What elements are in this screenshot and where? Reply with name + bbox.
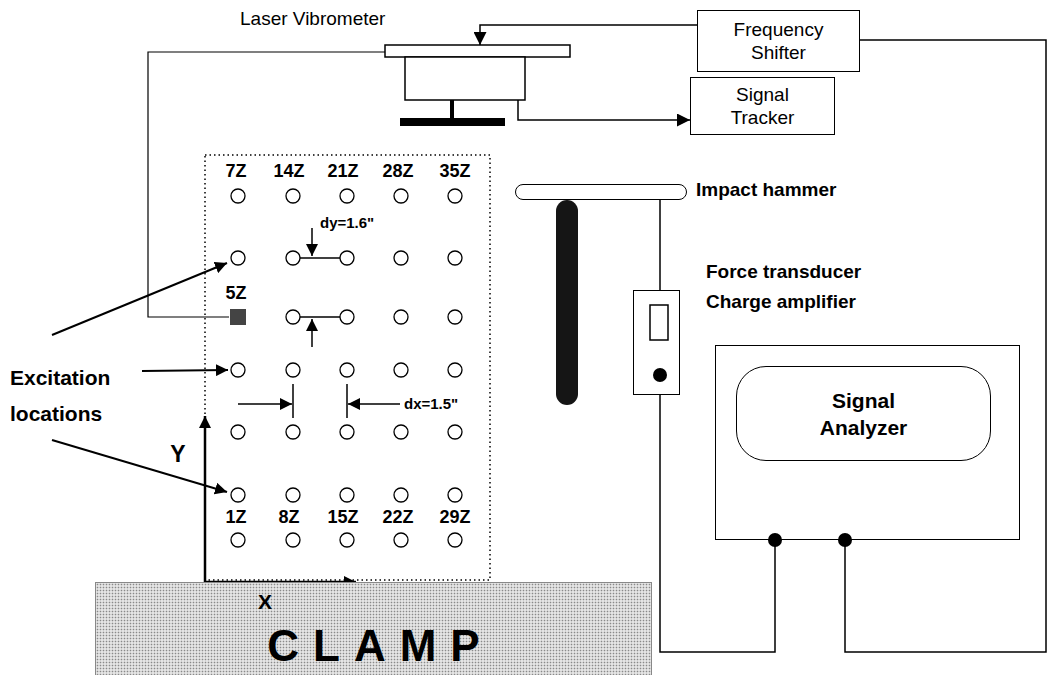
grid-point: [448, 363, 462, 377]
clamp-block: CLAMP: [95, 582, 652, 675]
node-label: Signal Analyzer: [808, 387, 920, 441]
grid-point: [231, 533, 245, 547]
hammer-handle: [556, 200, 578, 405]
point-label: 5Z: [225, 284, 246, 304]
transducer-display: [650, 305, 668, 340]
grid-point: [340, 425, 354, 439]
grid-point: [394, 251, 408, 265]
grid-point: [231, 251, 245, 265]
node-label: Signal Tracker: [723, 83, 803, 129]
signal-wire: [570, 119, 690, 121]
signal-wire: [518, 100, 570, 120]
signal-wire: [659, 200, 661, 290]
grid-point: [286, 533, 300, 547]
display-screen: Signal Analyzer: [736, 366, 991, 461]
vibrometer-base: [400, 118, 505, 126]
grid-point: [448, 189, 462, 203]
grid-point: [448, 488, 462, 502]
node-label: Frequency Shifter: [724, 18, 834, 64]
grid-point: [394, 310, 408, 324]
callout-note: Excitation locations: [10, 360, 145, 432]
axis-label: Y: [170, 442, 185, 467]
measure-point-marker: [230, 309, 246, 325]
dimension-arrow: [311, 319, 313, 347]
node-label: Impact hammer: [696, 179, 836, 201]
dimension-tick: [292, 384, 294, 418]
grid-point: [394, 363, 408, 377]
dimension-label: dy=1.6": [320, 215, 374, 232]
grid-point: [340, 310, 354, 324]
grid-point: [286, 363, 300, 377]
grid-point: [340, 251, 354, 265]
signal-wire: [480, 25, 697, 45]
grid-point: [286, 251, 300, 265]
connector-jack: [653, 368, 667, 382]
point-label: 15Z: [327, 508, 358, 528]
grid-point: [340, 189, 354, 203]
dimension-tie: [300, 257, 340, 259]
impact-hammer: Impact hammer: [515, 184, 687, 200]
grid-point: [231, 425, 245, 439]
point-label: 14Z: [273, 162, 304, 182]
point-label: 7Z: [225, 162, 246, 182]
point-label: 8Z: [278, 508, 299, 528]
grid-point: [231, 488, 245, 502]
y-axis: [204, 416, 207, 582]
grid-point: [231, 189, 245, 203]
pointer-arrow: [52, 263, 227, 335]
grid-point: [286, 425, 300, 439]
node-label: Force transducer Charge amplifier: [706, 257, 882, 317]
force-transducer-box: Force transducer Charge amplifier: [633, 290, 680, 395]
signal-wire: [845, 40, 1046, 652]
grid-point: [394, 533, 408, 547]
measurement-grid: [231, 189, 462, 547]
frequency-shifter-box: Frequency Shifter: [697, 10, 860, 72]
grid-point: [231, 363, 245, 377]
plate-outline: [205, 155, 490, 580]
grid-point: [286, 488, 300, 502]
grid-point: [286, 310, 300, 324]
pointer-arrow: [142, 370, 228, 371]
dimension-arrow: [238, 403, 292, 405]
node-label: CLAMP: [267, 621, 493, 671]
dimension-tick: [346, 384, 348, 418]
dimension-label: dx=1.5": [404, 396, 458, 413]
vibrometer-head: [385, 45, 570, 57]
grid-point: [394, 488, 408, 502]
point-label: 28Z: [382, 162, 413, 182]
grid-point: [448, 310, 462, 324]
grid-point: [448, 251, 462, 265]
axis-label: X: [258, 590, 272, 613]
grid-point: [448, 533, 462, 547]
point-label: 35Z: [439, 162, 470, 182]
grid-point: [448, 425, 462, 439]
point-label: 1Z: [225, 508, 246, 528]
node-label: Laser Vibrometer: [240, 8, 385, 30]
vibrometer-body: [405, 57, 525, 100]
signal-wire: [660, 395, 775, 652]
signal-tracker-box: Signal Tracker: [690, 77, 835, 135]
vibrometer-stand: [450, 100, 454, 118]
laser-vibrometer: Laser Vibrometer: [385, 45, 570, 128]
laser-beam-line: [148, 52, 385, 317]
grid-point: [340, 363, 354, 377]
pointer-arrow: [52, 440, 227, 492]
dimension-arrow: [348, 403, 400, 405]
grid-point: [340, 533, 354, 547]
grid-point: [394, 189, 408, 203]
point-label: 22Z: [382, 508, 413, 528]
dimension-arrow: [311, 228, 313, 256]
point-label: 29Z: [439, 508, 470, 528]
grid-point: [286, 189, 300, 203]
point-label: 21Z: [327, 162, 358, 182]
grid-point: [340, 488, 354, 502]
dimension-tie: [300, 316, 340, 318]
signal-analyzer-box: Signal Analyzer: [715, 345, 1020, 540]
grid-point: [394, 425, 408, 439]
